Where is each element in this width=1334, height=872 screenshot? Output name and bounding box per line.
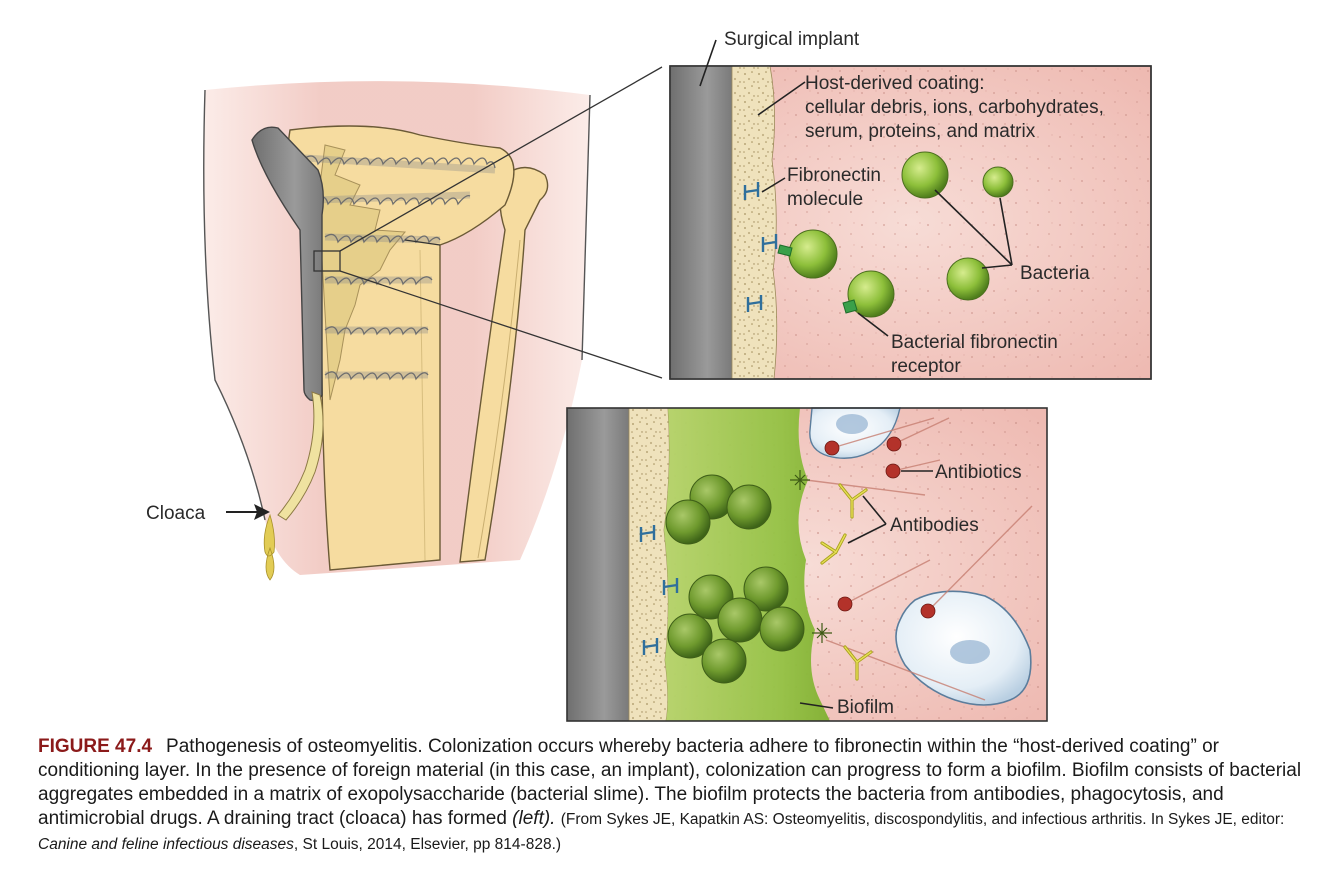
- osteomyelitis-figure: Cloaca: [146, 29, 1152, 722]
- caption-text: Pathogenesis of osteomyelitis. Colonizat…: [38, 736, 1302, 829]
- host-coating-label-3: serum, proteins, and matrix: [805, 121, 1036, 142]
- fibronectin-receptor: [777, 244, 793, 257]
- soft-tissue-outline: [203, 89, 266, 521]
- antibodies-label: Antibodies: [890, 515, 979, 536]
- receptor-label-2: receptor: [891, 356, 961, 377]
- implant-surface: [567, 408, 629, 721]
- host-coating-label-1: Host-derived coating:: [805, 73, 985, 94]
- cloaca-arrow: [226, 504, 270, 520]
- pus-drop: [263, 513, 275, 581]
- caption-source-title: Canine and feline infectious diseases: [38, 836, 294, 853]
- implant-surface: [670, 66, 732, 379]
- fibula-bone: [459, 166, 549, 563]
- infected-bone-region: [317, 144, 407, 401]
- caption-source-prefix: (From Sykes JE, Kapatkin AS: Osteomyelit…: [560, 811, 1285, 828]
- surgical-implant-label: Surgical implant: [724, 29, 860, 50]
- caption-source-suffix: , St Louis, 2014, Elsevier, pp 814-828.): [293, 836, 562, 853]
- biofilm-panel: [566, 407, 1048, 722]
- fibronectin-receptor: [842, 299, 858, 314]
- bone-screws: [304, 154, 496, 381]
- cloaca-label: Cloaca: [146, 503, 206, 524]
- bacteria-label: Bacteria: [1020, 263, 1090, 284]
- biofilm-label: Biofilm: [837, 697, 894, 718]
- antibiotics-label: Antibiotics: [935, 462, 1022, 483]
- zoom-box: [313, 250, 341, 272]
- host-coating-label-2: cellular debris, ions, carbohydrates,: [805, 97, 1104, 118]
- fibronectin-molecule: [639, 525, 679, 655]
- host-coating-layer: [731, 65, 778, 380]
- bacteria-cluster: [665, 474, 805, 684]
- bacterium: [982, 166, 1014, 198]
- figure-number: FIGURE 47.4: [38, 736, 153, 757]
- bacterium: [788, 229, 838, 279]
- limb-illustration: [203, 66, 663, 581]
- draining-tract: [277, 391, 324, 521]
- antibiotic-molecule: [824, 436, 936, 619]
- host-coating-layer: [628, 407, 670, 722]
- bacterium: [847, 270, 895, 318]
- bacterium: [901, 151, 949, 199]
- fibronectin-label-1: Fibronectin: [787, 165, 881, 186]
- antibiotic-streaks: [805, 417, 1033, 701]
- bacterium: [946, 257, 990, 301]
- caption-left-note: (left).: [512, 808, 556, 829]
- fibronectin-label-2: molecule: [787, 189, 863, 210]
- fibronectin-molecule: [743, 182, 778, 312]
- colonization-panel: [669, 39, 1152, 380]
- receptor-label-1: Bacterial fibronectin: [891, 332, 1058, 353]
